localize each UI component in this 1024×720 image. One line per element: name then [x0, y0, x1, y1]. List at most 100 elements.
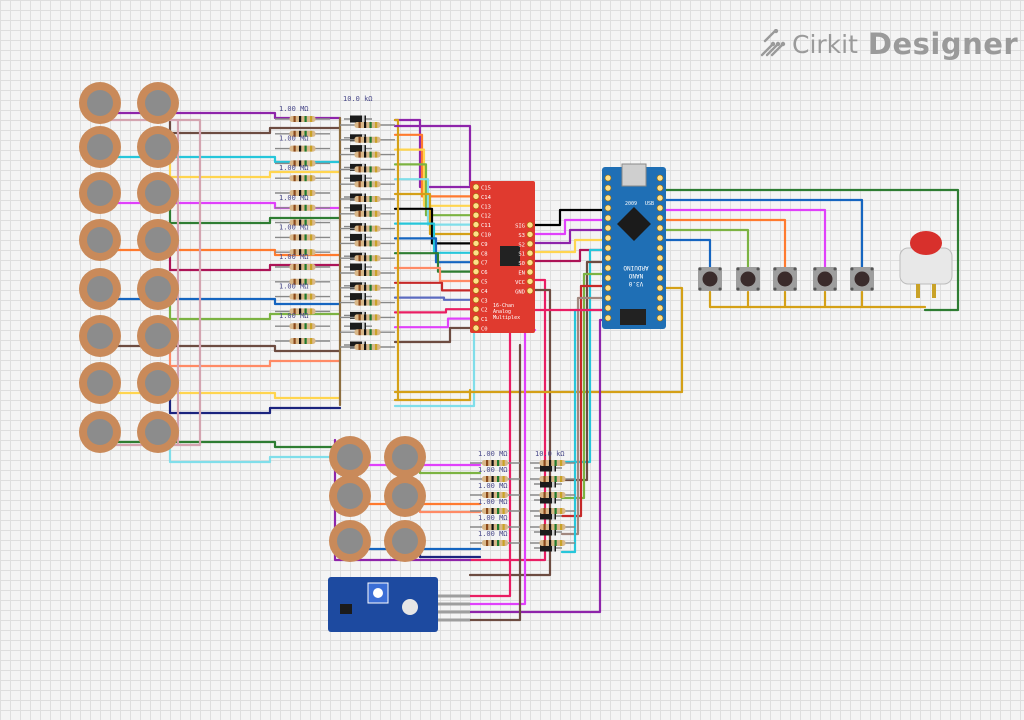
nano-pin[interactable]	[604, 194, 612, 202]
resistor-10k[interactable]	[530, 476, 575, 482]
mux-channel-wire[interactable]	[393, 118, 472, 189]
mux-channel-wire[interactable]	[393, 308, 472, 314]
nano-pin[interactable]	[656, 294, 664, 302]
piezo-sensor[interactable]	[329, 520, 371, 562]
push-button[interactable]	[773, 267, 797, 291]
piezo-sensor[interactable]	[137, 126, 179, 168]
piezo-sensor[interactable]	[384, 436, 426, 478]
mux-pin[interactable]	[526, 221, 534, 229]
resistor-10k[interactable]	[340, 136, 395, 143]
resistor-10k[interactable]	[530, 492, 575, 498]
analog-input-wire[interactable]	[560, 296, 607, 536]
resistor-10k[interactable]	[340, 344, 395, 350]
resistor-10k[interactable]	[340, 196, 395, 202]
piezo-sensor[interactable]	[79, 411, 121, 453]
resistor-1M[interactable]	[275, 323, 330, 330]
button1-wire[interactable]	[663, 238, 712, 277]
nano-pin[interactable]	[656, 274, 664, 282]
piezo-sensor[interactable]	[137, 315, 179, 357]
resistor-10k[interactable]	[340, 166, 395, 173]
button-ground-rail[interactable]	[708, 290, 927, 309]
mux-channel-wire[interactable]	[393, 237, 472, 264]
mux-vcc-wire[interactable]	[468, 278, 547, 562]
piezo-sensor[interactable]	[384, 520, 426, 562]
resistor-10k[interactable]	[340, 329, 395, 336]
nano-pin[interactable]	[604, 274, 612, 282]
red-push-button[interactable]	[899, 231, 953, 298]
diode[interactable]	[344, 115, 372, 123]
resistor-ground-rail[interactable]	[393, 118, 400, 402]
mux-channel-wire[interactable]	[393, 178, 472, 226]
mux-pin[interactable]	[472, 258, 480, 266]
piezo-sensor[interactable]	[79, 268, 121, 310]
nano-pin[interactable]	[604, 284, 612, 292]
diode[interactable]	[534, 464, 562, 472]
piezo-sensor[interactable]	[137, 411, 179, 453]
nano-pin[interactable]	[604, 174, 612, 182]
resistor-1M[interactable]	[275, 219, 330, 226]
nano-pin[interactable]	[656, 264, 664, 272]
resistor-1M[interactable]	[275, 293, 330, 300]
mux-pin[interactable]	[472, 221, 480, 228]
light-sensor-module[interactable]	[328, 577, 470, 632]
diode[interactable]	[344, 233, 372, 241]
button3-wire[interactable]	[663, 218, 787, 277]
mux-channel-wire[interactable]	[393, 148, 472, 207]
analog-input-wire[interactable]	[560, 284, 607, 518]
piezo-sensor[interactable]	[384, 475, 426, 517]
resistor-1M[interactable]	[470, 492, 520, 498]
nano-gnd-wire[interactable]	[393, 286, 684, 394]
resistor-1M[interactable]	[275, 130, 330, 137]
push-button[interactable]	[813, 267, 837, 291]
diode[interactable]	[534, 512, 562, 520]
piezo-sensor[interactable]	[79, 126, 121, 168]
mux-channel-wire[interactable]	[393, 281, 472, 292]
analog-input-wire[interactable]	[560, 272, 607, 500]
diode[interactable]	[344, 322, 372, 330]
mux-channel-wire[interactable]	[393, 163, 472, 217]
mux-pin[interactable]	[472, 268, 480, 275]
mux-channel-wire[interactable]	[393, 296, 472, 301]
piezo-sensor[interactable]	[137, 362, 179, 404]
mux-pin[interactable]	[472, 240, 480, 247]
gnd-return[interactable]	[396, 388, 472, 402]
sensor-vcc-wire[interactable]	[468, 308, 607, 598]
mux-pin[interactable]	[526, 240, 534, 248]
resistor-10k[interactable]	[340, 255, 395, 262]
push-button[interactable]	[850, 267, 874, 291]
nano-pin[interactable]	[604, 184, 612, 192]
resistor-10k[interactable]	[530, 460, 575, 466]
mux-channel-wire[interactable]	[393, 317, 472, 329]
piezo-sensor[interactable]	[137, 219, 179, 261]
diode[interactable]	[344, 263, 372, 271]
mux-channel-wire[interactable]	[393, 326, 472, 344]
nano-pin[interactable]	[604, 264, 612, 272]
mux-s3-wire[interactable]	[533, 218, 607, 236]
resistor-1M[interactable]	[275, 116, 330, 122]
diode[interactable]	[534, 496, 562, 504]
resistor-1M[interactable]	[275, 278, 330, 285]
resistor-1M[interactable]	[470, 524, 520, 530]
piezo-sensor[interactable]	[79, 172, 121, 214]
piezo-sensor[interactable]	[137, 82, 179, 124]
mux-pin[interactable]	[472, 296, 480, 304]
piezo-left-signal-wire[interactable]	[98, 381, 342, 400]
nano-pin[interactable]	[656, 234, 664, 242]
nano-pin[interactable]	[604, 214, 612, 222]
mux-pin[interactable]	[472, 315, 480, 322]
resistor-1M[interactable]	[470, 540, 520, 546]
mux-pin[interactable]	[526, 249, 534, 257]
nano-pin[interactable]	[656, 254, 664, 262]
mux-pin[interactable]	[472, 202, 480, 210]
button5-wire[interactable]	[663, 198, 864, 277]
mux-pin[interactable]	[472, 324, 480, 332]
mux-channel-wire[interactable]	[393, 207, 472, 245]
mux-pin[interactable]	[472, 230, 480, 238]
sensor-do-wire[interactable]	[468, 343, 522, 622]
nano-pin[interactable]	[656, 174, 664, 182]
nano-pin[interactable]	[656, 244, 664, 252]
piezo-sensor[interactable]	[137, 172, 179, 214]
nano-pin[interactable]	[656, 284, 664, 292]
mux-pin[interactable]	[526, 287, 534, 295]
